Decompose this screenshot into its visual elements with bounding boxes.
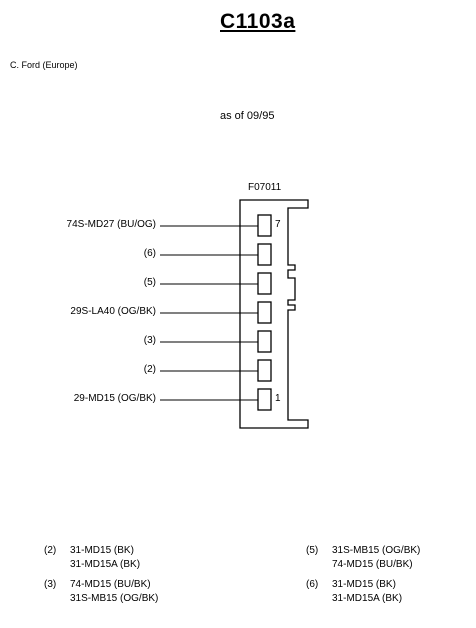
connector-part-number: F07011 (248, 182, 282, 193)
copyright-text: C. Ford (Europe) (10, 60, 78, 70)
pin-number: 1 (275, 393, 281, 404)
pin-label: (2) (143, 364, 156, 375)
pin-cavity (257, 243, 272, 266)
note-id: (6) (306, 579, 319, 590)
as-of-date: as of 09/95 (220, 110, 275, 122)
note-line: 31-MD15 (BK) (332, 579, 396, 590)
pin-cavity (257, 301, 272, 324)
pin-label: (3) (143, 335, 156, 346)
note-line: 31S-MB15 (OG/BK) (332, 545, 421, 556)
pin-cavity (257, 214, 272, 237)
note-line: 31S-MB15 (OG/BK) (70, 593, 159, 604)
note-id: (2) (44, 545, 57, 556)
pin-cavity (257, 330, 272, 353)
page-title: C1103a (220, 10, 296, 33)
pin-label: 74S-MD27 (BU/OG) (66, 219, 156, 230)
note-id: (5) (306, 545, 319, 556)
pin-label: (5) (143, 277, 156, 288)
pin-label: 29-MD15 (OG/BK) (73, 393, 156, 404)
pin-cavity (257, 272, 272, 295)
pin-label: 29S-LA40 (OG/BK) (70, 306, 156, 317)
pin-cavity (257, 388, 272, 411)
note-line: 31-MD15A (BK) (332, 593, 403, 604)
pin-label: (6) (143, 248, 156, 259)
pin-cavity (257, 359, 272, 382)
note-line: 31-MD15A (BK) (70, 559, 141, 570)
note-line: 74-MD15 (BU/BK) (332, 559, 413, 570)
connector-housing (239, 199, 309, 429)
note-id: (3) (44, 579, 57, 590)
note-line: 74-MD15 (BU/BK) (70, 579, 151, 590)
note-line: 31-MD15 (BK) (70, 545, 134, 556)
pin-number: 7 (275, 219, 281, 230)
